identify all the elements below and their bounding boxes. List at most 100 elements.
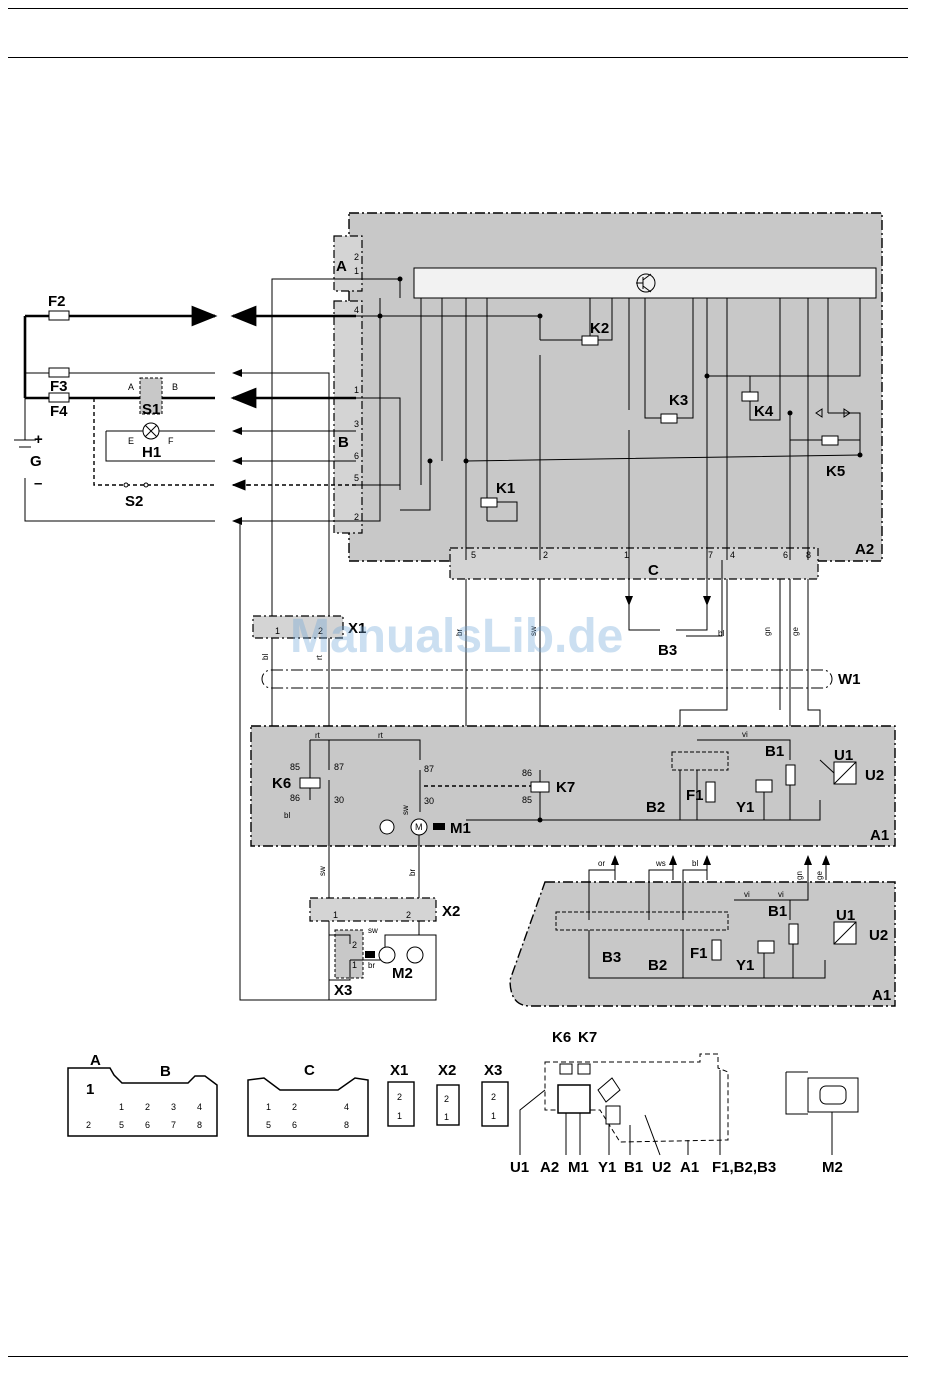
switch-s1: S1 bbox=[142, 401, 160, 418]
relay-k1: K1 bbox=[496, 480, 515, 497]
loc-b1: B1 bbox=[624, 1159, 643, 1176]
a2-label: A2 bbox=[855, 541, 874, 558]
watermark: ManualsLib.de bbox=[290, 610, 623, 663]
view-b-pin-2: 2 bbox=[145, 1102, 150, 1112]
bottom-rule bbox=[8, 1356, 908, 1357]
c-pin-1: 1 bbox=[624, 550, 629, 560]
h1-pin-f: F bbox=[168, 436, 174, 446]
b-pin-4: 4 bbox=[354, 305, 359, 315]
wire-k6-out-sw: sw bbox=[318, 866, 327, 876]
view-c-pin-1: 1 bbox=[266, 1102, 271, 1112]
a1-u2: U2 bbox=[865, 767, 884, 784]
loc-a1: A1 bbox=[680, 1159, 699, 1176]
a1-b1: B1 bbox=[765, 743, 784, 760]
relay-k6: K6 bbox=[272, 775, 291, 792]
wire-alt-ws: ws bbox=[655, 859, 666, 868]
c-pin-7: 7 bbox=[708, 550, 713, 560]
view-x1-pin-2: 2 bbox=[397, 1092, 402, 1102]
loc-m1: M1 bbox=[568, 1159, 589, 1176]
x1-pin-2: 2 bbox=[318, 626, 323, 636]
connector-x3-pump: X3 2 1 sw br M2 bbox=[328, 921, 424, 1000]
b-pin-2: 2 bbox=[354, 512, 359, 522]
a1-alt-b1: B1 bbox=[768, 903, 787, 920]
a1-alt-y1: Y1 bbox=[736, 957, 754, 974]
view-b-pin-1: 1 bbox=[119, 1102, 124, 1112]
wire-alt-vi1: vi bbox=[744, 890, 750, 899]
b-pin-1: 1 bbox=[354, 385, 359, 395]
k6-pin-86: 86 bbox=[290, 793, 300, 803]
k6-pin-87: 87 bbox=[334, 762, 344, 772]
wire-k6-rt: rt bbox=[315, 731, 321, 740]
battery-minus: – bbox=[34, 475, 42, 492]
view-x3-pin-1: 1 bbox=[491, 1111, 496, 1121]
module-a1: A1 rt rt K6 85 87 86 30 bl 87 30 K7 86 8… bbox=[250, 725, 896, 1000]
harness-w1-label: W1 bbox=[838, 671, 861, 688]
k7-pin-87: 87 bbox=[424, 764, 434, 774]
b-pin-3: 3 bbox=[354, 419, 359, 429]
battery-plus: + bbox=[34, 431, 43, 448]
connector-view-ab: A B 1 2 1 2 3 4 5 6 7 8 bbox=[67, 1052, 218, 1137]
wire-c2-sw: sw bbox=[529, 626, 538, 636]
top-rule bbox=[8, 8, 908, 9]
view-x3-label: X3 bbox=[484, 1062, 502, 1079]
wire-x3-br: br bbox=[368, 961, 375, 970]
wire-m1-out-br: br bbox=[408, 869, 417, 876]
relay-k3: K3 bbox=[669, 392, 688, 409]
s1-pin-b: B bbox=[172, 382, 178, 392]
a1-alt-u1: U1 bbox=[836, 907, 855, 924]
loc-a2: A2 bbox=[540, 1159, 559, 1176]
view-b-pin-4: 4 bbox=[197, 1102, 202, 1112]
wire-c6-gn: gn bbox=[763, 627, 772, 636]
loc-u1: U1 bbox=[510, 1159, 529, 1176]
wire-c8-ge: ge bbox=[791, 627, 800, 636]
wire-k6-coil-bl: bl bbox=[284, 811, 290, 820]
harness-w1: W1 bbox=[261, 669, 861, 689]
sensor-b3: B3 bbox=[658, 642, 677, 659]
h1-pin-e: E bbox=[128, 436, 134, 446]
view-b-pin-5: 5 bbox=[119, 1120, 124, 1130]
k7-pin-30: 30 bbox=[424, 796, 434, 806]
view-a-pin-2: 2 bbox=[86, 1120, 91, 1130]
view-b-pin-7: 7 bbox=[171, 1120, 176, 1130]
a1-alt-u2: U2 bbox=[869, 927, 888, 944]
view-x2-pin-1: 1 bbox=[444, 1112, 449, 1122]
wire-alt-vi2: vi bbox=[778, 890, 784, 899]
wire-alt-bl: bl bbox=[692, 859, 698, 868]
b-pin-5: 5 bbox=[354, 473, 359, 483]
view-a-pin-1: 1 bbox=[86, 1081, 94, 1098]
header-rule bbox=[8, 57, 908, 58]
a1-alt-f1: F1 bbox=[690, 945, 708, 962]
a2-internal-wiring: K2 K3 K4 K5 K1 bbox=[356, 276, 863, 600]
pump-m2: M2 bbox=[392, 965, 413, 982]
fuse-f4: F4 bbox=[50, 403, 68, 420]
view-c-pin-8: 8 bbox=[344, 1120, 349, 1130]
svg-text:M: M bbox=[415, 822, 423, 832]
loc-u2: U2 bbox=[652, 1159, 671, 1176]
wire-x1-rt: rt bbox=[315, 654, 324, 660]
view-c-pin-5: 5 bbox=[266, 1120, 271, 1130]
a1-alt-label: A1 bbox=[872, 987, 891, 1004]
k6-pin-30: 30 bbox=[334, 795, 344, 805]
view-a-label: A bbox=[90, 1052, 101, 1069]
module-a2: A2 bbox=[348, 212, 883, 562]
a1-label: A1 bbox=[870, 827, 889, 844]
k7-pin-85: 85 bbox=[522, 795, 532, 805]
fuse-f3: F3 bbox=[50, 378, 68, 395]
b-pin-6: 6 bbox=[354, 451, 359, 461]
c-pin-8: 8 bbox=[806, 550, 811, 560]
loc-k6: K6 bbox=[552, 1029, 571, 1046]
k6-pin-85: 85 bbox=[290, 762, 300, 772]
x2-pin-2: 2 bbox=[406, 910, 411, 920]
x3-pin-2: 2 bbox=[352, 940, 357, 950]
connector-a-b: A B 2 1 4 1 3 6 5 2 bbox=[333, 235, 363, 534]
wire-a1-vi: vi bbox=[742, 730, 748, 739]
switch-s2: S2 bbox=[125, 493, 143, 510]
k7-pin-86: 86 bbox=[522, 768, 532, 778]
a1-y1: Y1 bbox=[736, 799, 754, 816]
c-pin-6: 6 bbox=[783, 550, 788, 560]
x2-label: X2 bbox=[442, 903, 460, 920]
a1-b2: B2 bbox=[646, 799, 665, 816]
wire-c5-br: br bbox=[455, 629, 464, 636]
